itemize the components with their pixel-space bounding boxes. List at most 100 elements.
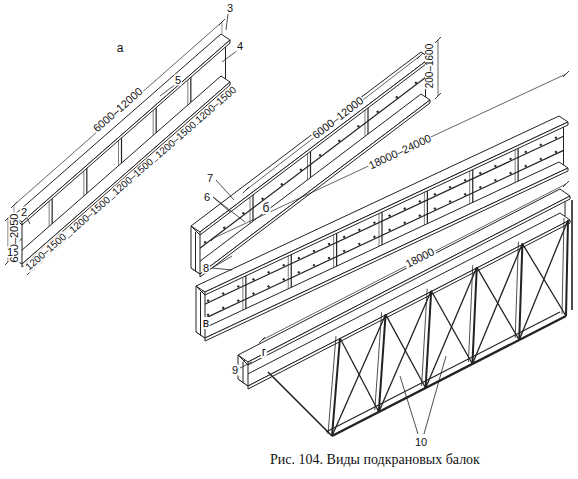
- truss-post: [566, 220, 568, 316]
- dimension-line: [14, 22, 222, 205]
- dimension-tick: [211, 235, 217, 241]
- stiffener: [288, 252, 289, 295]
- rivet: [359, 243, 361, 245]
- rivet: [223, 227, 225, 229]
- dimension-tick: [563, 71, 569, 77]
- rivet: [328, 243, 330, 245]
- dimension-tick: [563, 181, 569, 187]
- stiffener: [291, 250, 292, 293]
- dimension-tick: [259, 337, 265, 343]
- rivet: [328, 257, 330, 259]
- truss-diagonal: [519, 220, 568, 340]
- end-plate: [196, 286, 205, 338]
- subfigure-letter: в: [202, 317, 210, 329]
- rivet: [268, 286, 270, 288]
- rivet: [268, 272, 270, 274]
- rivet: [480, 172, 482, 174]
- rivet: [207, 300, 209, 302]
- rivet: [313, 250, 315, 252]
- bottom-flange-edge: [248, 220, 570, 389]
- rivet: [283, 264, 285, 266]
- rivet: [495, 179, 497, 181]
- bottom-chord: [326, 312, 560, 432]
- rivet: [207, 314, 209, 316]
- dimension-line: [262, 184, 566, 340]
- rivet: [377, 111, 379, 113]
- callout-number: 4: [236, 41, 244, 52]
- rivet: [464, 179, 466, 181]
- web-end: [195, 232, 196, 271]
- rivet: [281, 183, 283, 185]
- rivet: [434, 208, 436, 210]
- rivet: [389, 215, 391, 217]
- rivet: [253, 279, 255, 281]
- stiffener: [242, 273, 243, 316]
- rivet: [343, 250, 345, 252]
- rivet: [319, 154, 321, 156]
- end-brace: [268, 372, 332, 436]
- rivet: [555, 137, 557, 139]
- rivet: [222, 307, 224, 309]
- stiffener: [336, 228, 337, 271]
- stiffener: [333, 230, 334, 273]
- top-flange-edge: [205, 122, 568, 295]
- stiffener: [515, 145, 516, 188]
- rivet: [238, 300, 240, 302]
- rivet: [510, 158, 512, 160]
- callout-number: 2: [20, 207, 28, 218]
- callout-number: 6: [203, 192, 211, 203]
- truss-diagonal: [472, 244, 522, 364]
- rivet: [359, 229, 361, 231]
- callout-number: 8: [202, 263, 210, 274]
- stiffener: [518, 143, 519, 186]
- callout-number: 7: [206, 173, 214, 184]
- rivet: [298, 272, 300, 274]
- stiffener: [424, 188, 425, 231]
- stiffener: [379, 209, 380, 252]
- top-flange: [238, 189, 570, 362]
- rivet: [204, 241, 206, 243]
- top-flange: [13, 34, 230, 222]
- top-flange-edge: [22, 40, 230, 225]
- rivet: [510, 172, 512, 174]
- rivet: [540, 158, 542, 160]
- extension-line: [222, 22, 223, 34]
- figure-caption: Рис. 104. Виды подкрановых балок: [270, 452, 480, 468]
- rivet: [243, 212, 245, 214]
- stiffener: [469, 167, 470, 210]
- rivet: [283, 279, 285, 281]
- callout-number: 9: [231, 365, 239, 376]
- rivet: [555, 151, 557, 153]
- dimension-tick: [417, 53, 423, 59]
- rivet: [313, 264, 315, 266]
- rivet: [434, 194, 436, 196]
- callout-number: 3: [226, 3, 234, 14]
- rivet: [396, 96, 398, 98]
- rivet: [540, 144, 542, 146]
- dimension-line: [438, 40, 439, 96]
- rivet: [525, 165, 527, 167]
- rivet: [449, 201, 451, 203]
- rivet: [449, 187, 451, 189]
- subfigure-letter: б: [262, 202, 271, 214]
- rivet: [525, 151, 527, 153]
- stiffener: [381, 207, 382, 250]
- truss-diagonal: [379, 291, 431, 412]
- end-plate: [191, 226, 200, 274]
- rivet: [253, 293, 255, 295]
- rivet: [495, 165, 497, 167]
- rivet: [238, 286, 240, 288]
- stiffener: [427, 186, 428, 229]
- rivet: [389, 229, 391, 231]
- dimension-line: [246, 56, 420, 190]
- dimension-line: [214, 74, 566, 238]
- rivet: [298, 257, 300, 259]
- dimension-tick: [243, 187, 249, 193]
- rivet: [358, 125, 360, 127]
- rivet: [338, 140, 340, 142]
- rivet: [374, 222, 376, 224]
- rivet: [374, 236, 376, 238]
- subfigure-letter: г: [261, 346, 267, 358]
- rivet: [419, 215, 421, 217]
